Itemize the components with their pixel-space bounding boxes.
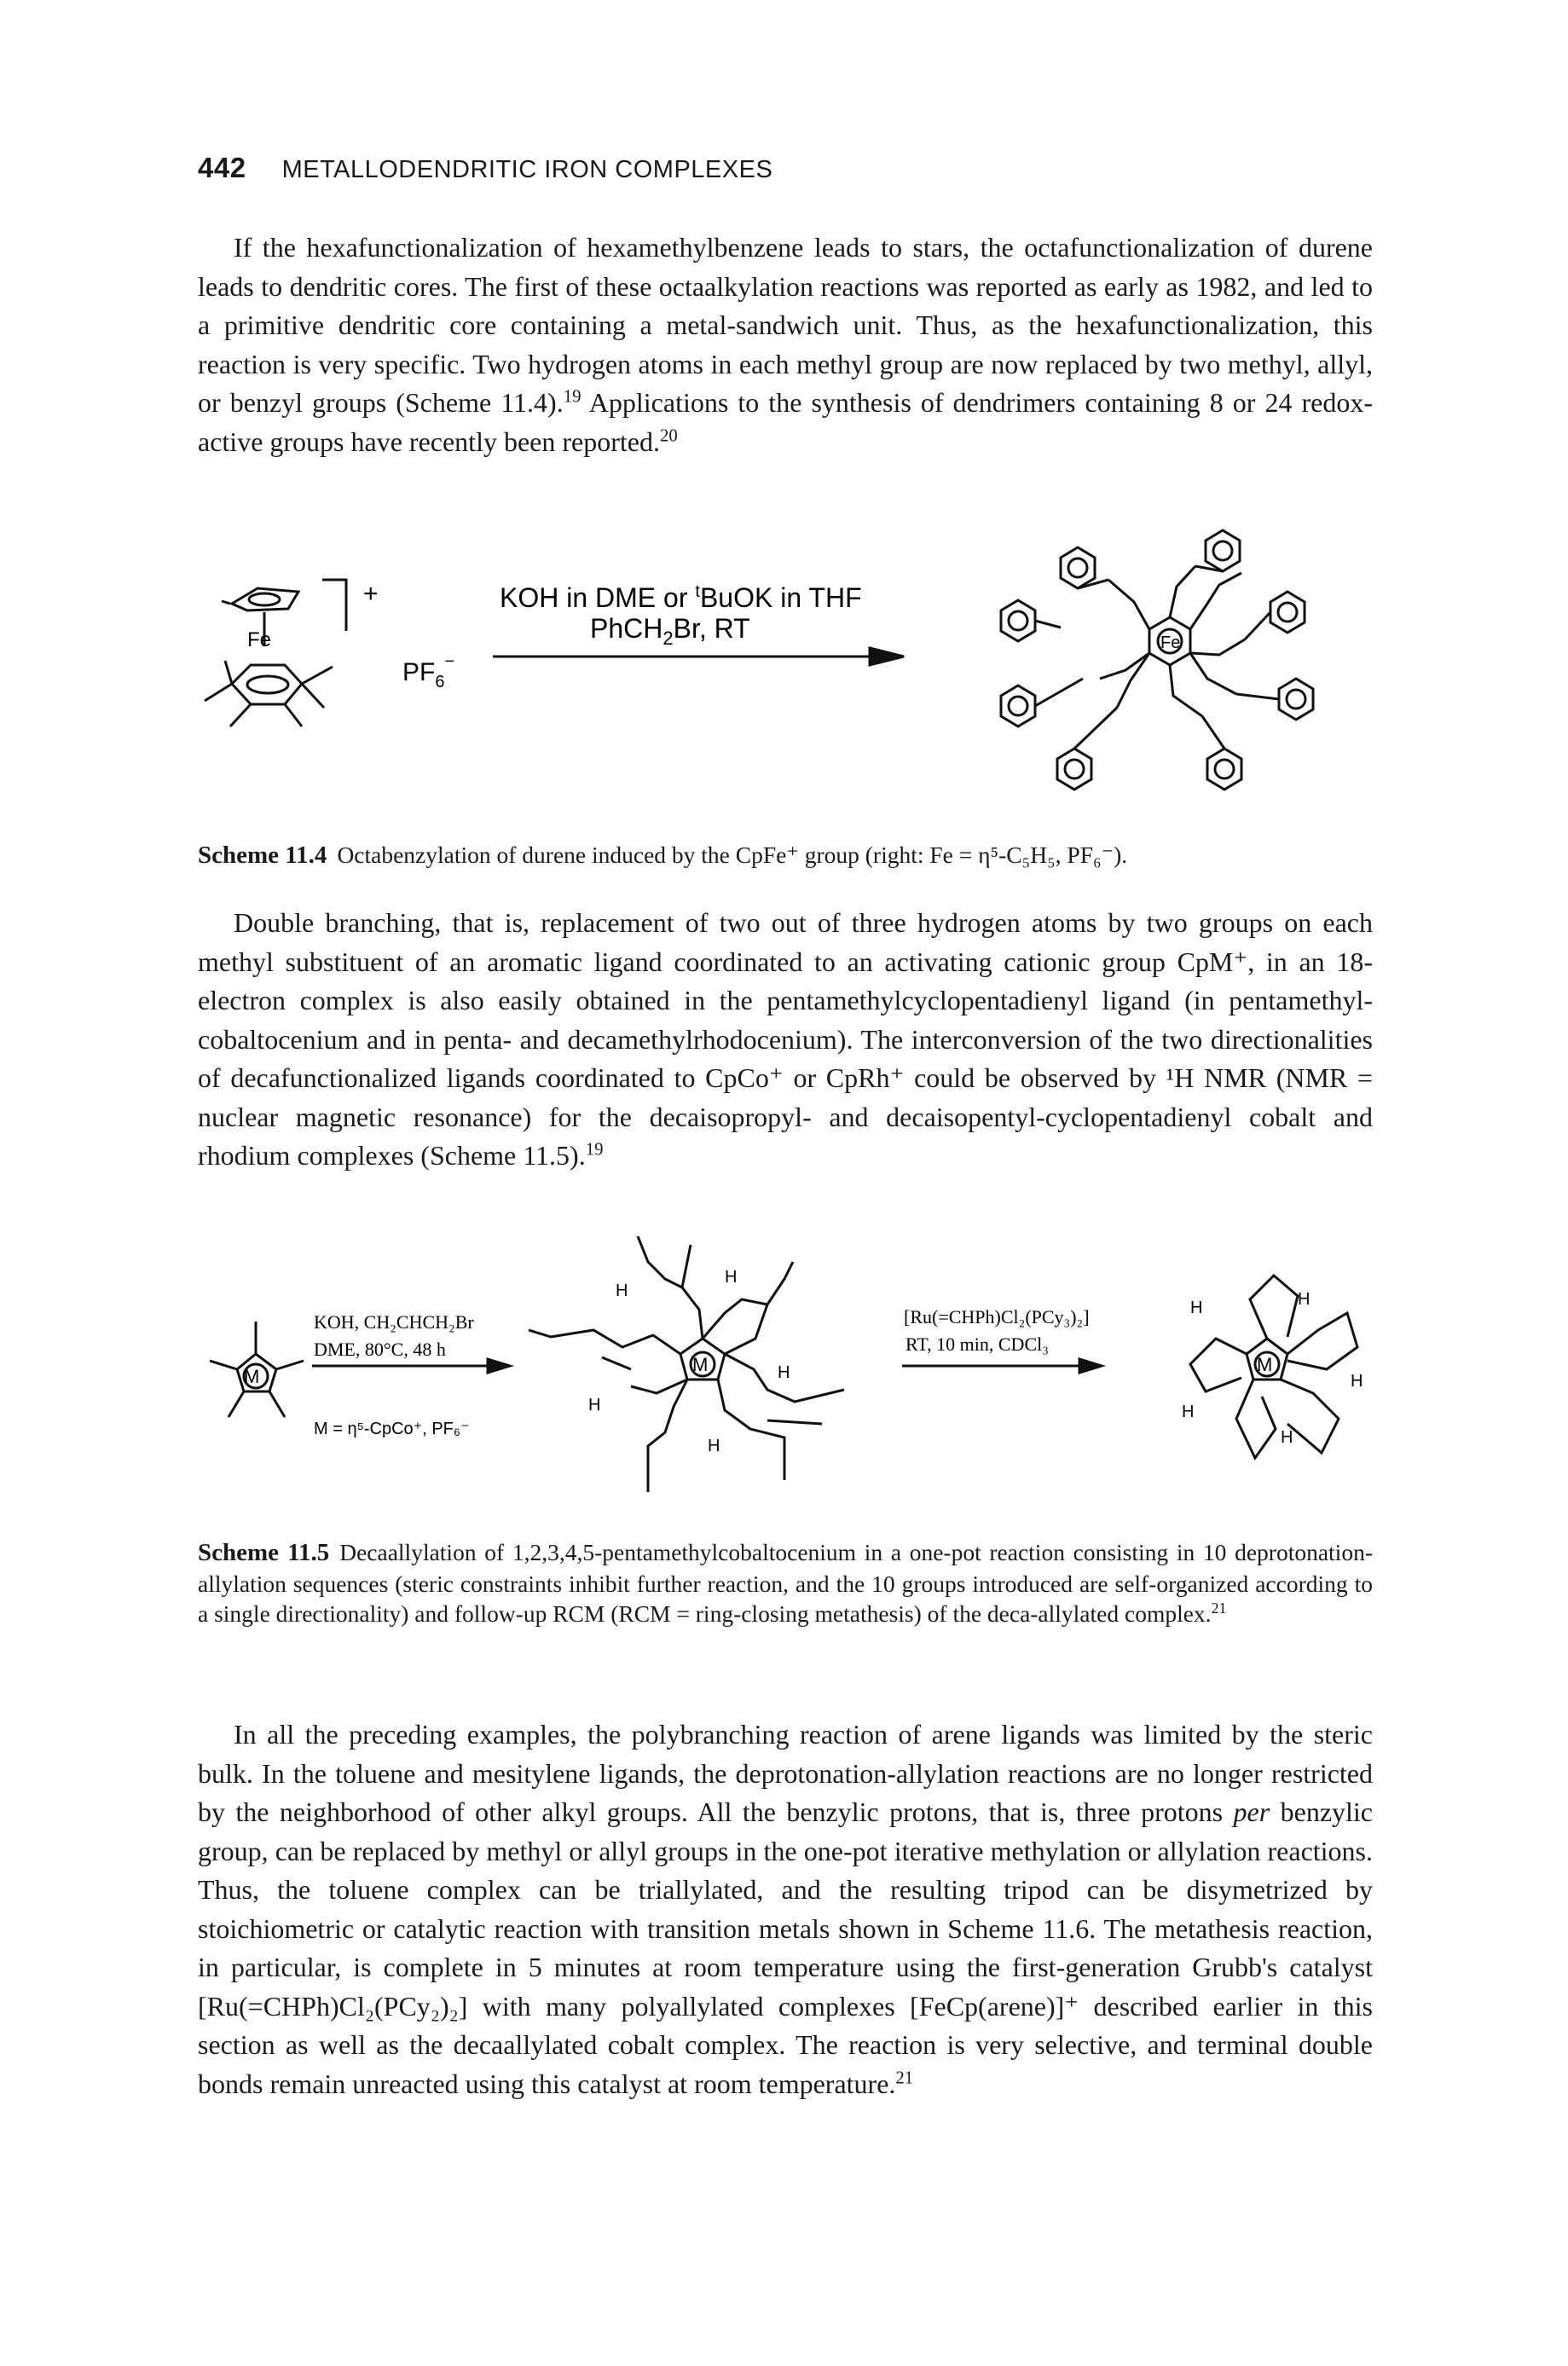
- citation-20: 20: [659, 425, 678, 445]
- m-label-3: M: [1257, 1354, 1272, 1375]
- caption-text: Octabenzylation of durene induced by the…: [337, 842, 1128, 868]
- benzyl-ring-3: [999, 599, 1037, 643]
- paragraph-1: If the hexafunctionalization of hexameth…: [198, 229, 1373, 461]
- benzyl-ring-2: [1204, 529, 1241, 573]
- plus-sign: +: [363, 580, 379, 608]
- fe-label-right: Fe: [1160, 633, 1180, 652]
- m-label-2: M: [692, 1354, 708, 1375]
- caption-text: Decaallylation of 1,2,3,4,5-pentamethylc…: [198, 1539, 1373, 1627]
- benzyl-ring-6: [1277, 677, 1315, 721]
- octabenzyl-product: [999, 529, 1315, 791]
- citation-21: 21: [895, 2067, 914, 2087]
- italic-per: per: [1233, 1796, 1270, 1827]
- h-label: H: [616, 1281, 628, 1300]
- h-label: H: [708, 1437, 720, 1455]
- cpfe-arene-sandwich: [204, 578, 348, 728]
- conditions-1-line-1: KOH, CH₂CHCH₂Br: [314, 1311, 474, 1333]
- running-header: 442 METALLODENDRITIC IRON COMPLEXES: [198, 152, 772, 184]
- h-label: H: [725, 1268, 737, 1287]
- h-label: H: [1298, 1290, 1310, 1309]
- m-label-1: M: [244, 1366, 259, 1387]
- citation-19: 19: [563, 386, 581, 407]
- decaallyl-complex: [528, 1235, 845, 1492]
- rcm-product: [1189, 1273, 1359, 1461]
- benzyl-ring-1: [1059, 546, 1096, 590]
- h-label: H: [1182, 1403, 1194, 1421]
- conditions-1-line-2: DME, 80°C, 48 h: [314, 1339, 446, 1360]
- h-label: H: [778, 1363, 790, 1382]
- h-label: H: [1281, 1428, 1293, 1447]
- paragraph-2: Double branching, that is, replacement o…: [198, 904, 1373, 1176]
- benzyl-ring-7: [1056, 747, 1093, 791]
- page-number: 442: [198, 152, 246, 183]
- benzyl-ring-5: [999, 684, 1037, 728]
- reagent-line-2: PhCH2Br, RT: [590, 613, 750, 649]
- paragraph-2-text: Double branching, that is, replacement o…: [198, 907, 1373, 1171]
- paragraph-3-text: In all the preceding examples, the polyb…: [198, 1719, 1373, 1827]
- pentamethyl-cobaltocenium: [209, 1322, 304, 1418]
- counterion-label: PF6−: [402, 652, 454, 691]
- paragraph-1-text: If the hexafunctionalization of hexameth…: [198, 232, 1373, 418]
- running-title: METALLODENDRITIC IRON COMPLEXES: [281, 156, 773, 183]
- scheme-11-4-figure: Fe Fe + PF6− KOH in DME or tBuOK in THF …: [204, 529, 1315, 791]
- benzyl-ring-8: [1206, 747, 1243, 791]
- scheme-11-4-caption: Scheme 11.4 Octabenzylation of durene ind…: [198, 840, 1373, 871]
- h-label: H: [588, 1396, 600, 1414]
- paragraph-3-text-continued: benzylic group, can be replaced by methy…: [198, 1796, 1374, 2099]
- h-label: H: [1190, 1299, 1202, 1317]
- m-definition: M = η⁵-CpCo⁺, PF₆⁻: [314, 1420, 470, 1438]
- fe-label-left: Fe: [247, 628, 271, 651]
- h-label: H: [1351, 1372, 1363, 1391]
- scheme-11-5-figure: M M M KOH, CH₂CHCH₂Br DME, 80°C, 48 h M …: [209, 1235, 1363, 1492]
- reagent-line-1: KOH in DME or tBuOK in THF: [500, 582, 862, 613]
- conditions-2-line-2: RT, 10 min, CDCl₃: [906, 1333, 1049, 1355]
- paragraph-3: In all the preceding examples, the polyb…: [198, 1715, 1373, 2103]
- citation-21: 21: [1211, 1599, 1227, 1617]
- conditions-2-line-1: [Ru(=CHPh)Cl₂(PCy₃)₂]: [904, 1306, 1090, 1328]
- benzyl-ring-4: [1269, 590, 1306, 634]
- caption-label: Scheme 11.5: [198, 1539, 330, 1566]
- caption-label: Scheme 11.4: [198, 842, 327, 869]
- paragraph-1-text-continued: Applications to the synthesis of dendrim…: [198, 387, 1374, 457]
- citation-19: 19: [585, 1139, 604, 1160]
